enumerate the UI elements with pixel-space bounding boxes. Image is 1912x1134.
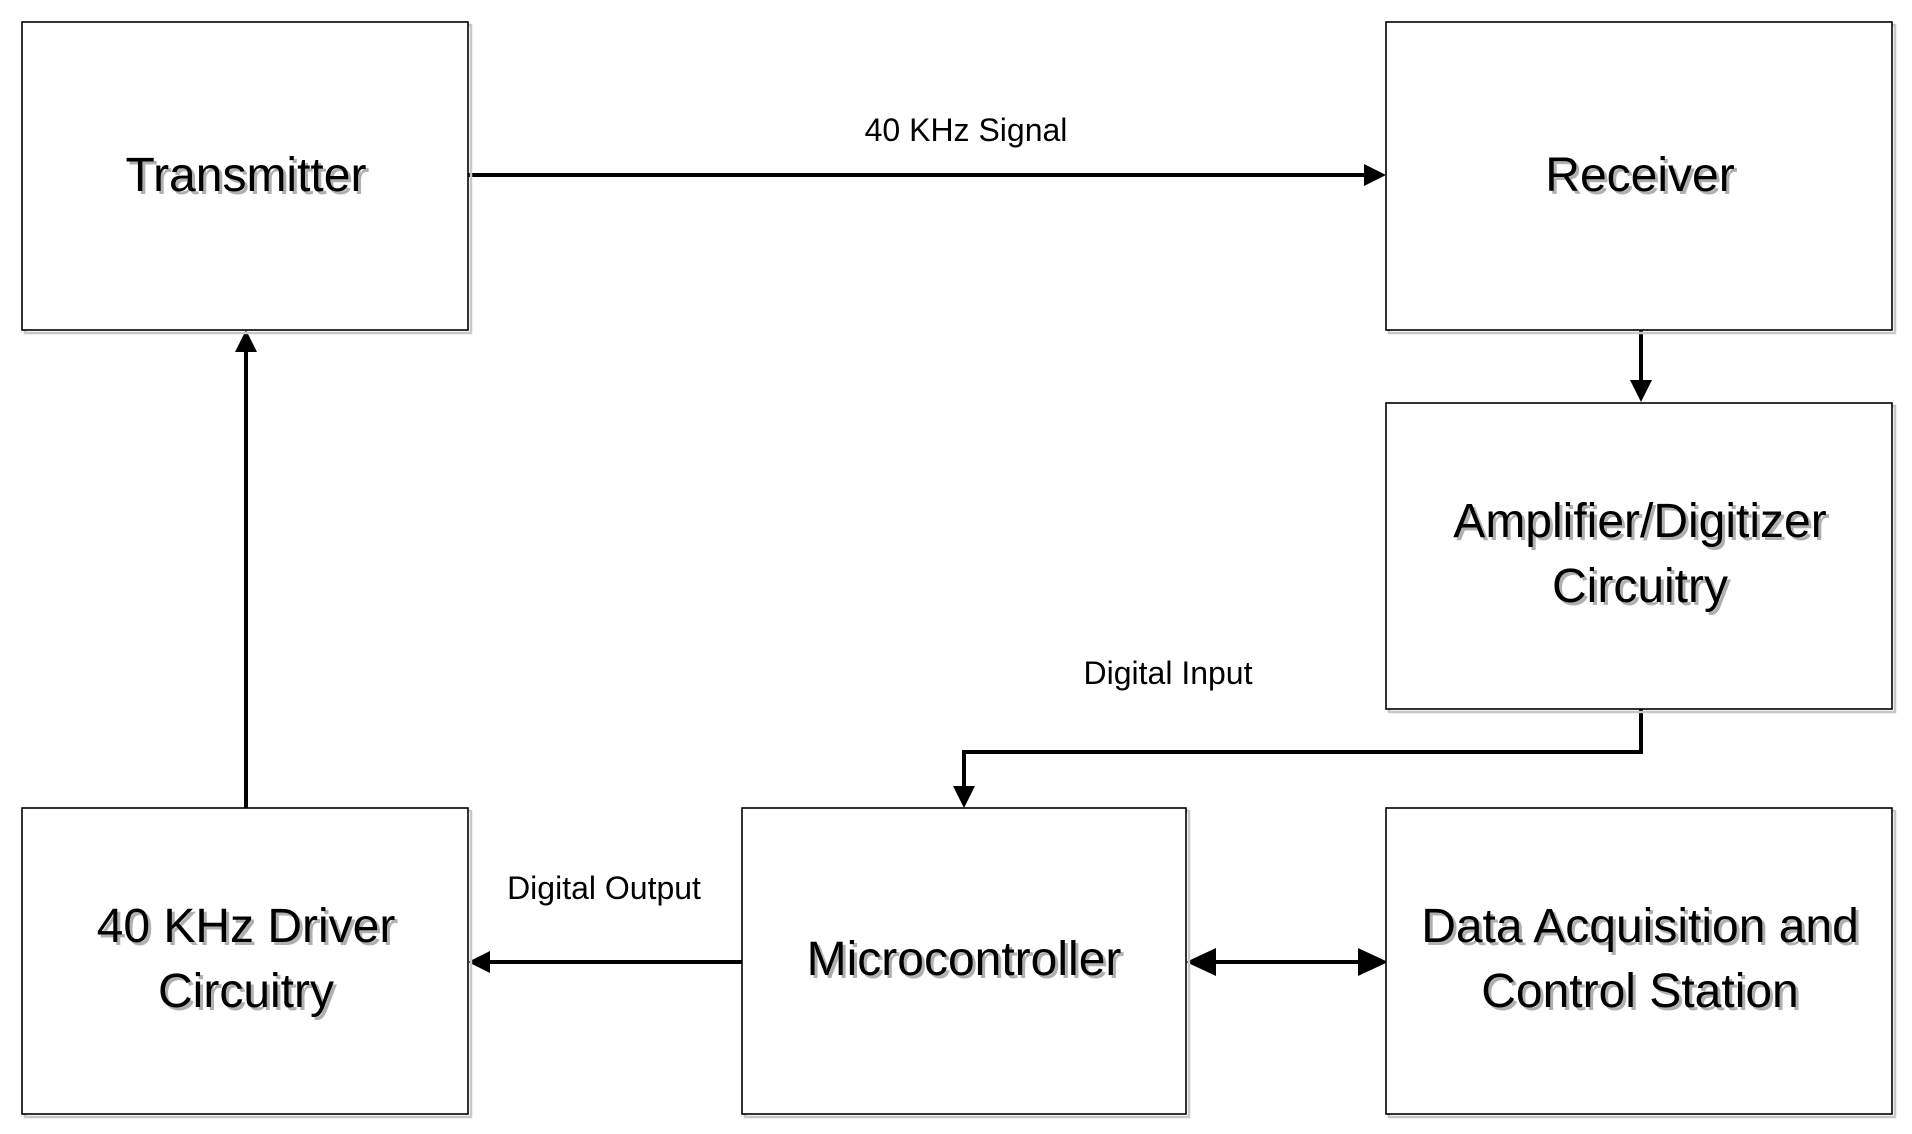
digital-output-arrowhead [468, 951, 490, 973]
nodes: Transmitter Transmitter Receiver Receive… [21, 21, 1897, 1119]
driver-transmitter-arrowhead [235, 330, 257, 352]
driver-label-line2: Circuitry [158, 965, 334, 1018]
daq-label-line1: Data Acquisition and [1421, 900, 1859, 953]
daq-label-line1-shadow: Data Acquisition and [1424, 903, 1862, 956]
transmitter-box-border [21, 21, 469, 331]
receiver-box-border [1385, 21, 1893, 331]
receiver-label: Receiver [1545, 149, 1734, 202]
micro-daq-arrowhead-right [1358, 948, 1388, 976]
amplifier-box[interactable]: Amplifier/Digitizer Amplifier/Digitizer … [1385, 402, 1897, 714]
receiver-amplifier-arrowhead [1630, 380, 1652, 402]
transmitter-box[interactable]: Transmitter Transmitter [21, 21, 473, 335]
driver-label-line1: 40 KHz Driver [97, 900, 396, 953]
amplifier-label-line2: Circuitry [1552, 560, 1728, 613]
amplifier-label-line2-shadow: Circuitry [1555, 563, 1731, 616]
digital-input-line [962, 709, 1643, 792]
digital-input-arrowhead [953, 786, 975, 808]
digital-output-label: Digital Output [507, 870, 701, 906]
digital-input-label: Digital Input [1084, 655, 1253, 691]
amplifier-label-line1: Amplifier/Digitizer [1453, 495, 1826, 548]
edge-driver-to-transmitter [235, 330, 257, 808]
micro-daq-arrowhead-left [1186, 948, 1216, 976]
edge-microcontroller-daq [1186, 948, 1388, 976]
edge-receiver-to-amplifier [1630, 330, 1652, 402]
edges: 40 KHz Signal Digital Input Digital Outp… [235, 112, 1652, 976]
amplifier-box-border [1385, 402, 1893, 710]
driver-box[interactable]: 40 KHz Driver 40 KHz Driver Circuitry Ci… [21, 807, 473, 1119]
receiver-box[interactable]: Receiver Receiver [1385, 21, 1897, 335]
amplifier-label-line1-shadow: Amplifier/Digitizer [1456, 498, 1829, 551]
microcontroller-label: Microcontroller [807, 933, 1122, 986]
driver-box-border [21, 807, 469, 1115]
daq-box[interactable]: Data Acquisition and Data Acquisition an… [1385, 807, 1897, 1119]
receiver-label-shadow: Receiver [1548, 152, 1737, 205]
edge-transmitter-to-receiver: 40 KHz Signal [468, 112, 1386, 186]
driver-label-line1-shadow: 40 KHz Driver [100, 903, 399, 956]
transmitter-label: Transmitter [126, 149, 367, 202]
transmitter-label-shadow: Transmitter [129, 152, 370, 205]
edge-amplifier-to-microcontroller: Digital Input [953, 655, 1643, 808]
signal-arrowhead [1364, 164, 1386, 186]
microcontroller-box-border [741, 807, 1187, 1115]
signal-label: 40 KHz Signal [865, 112, 1068, 148]
driver-label-line2-shadow: Circuitry [161, 968, 337, 1021]
daq-label-line2: Control Station [1481, 965, 1799, 1018]
daq-label-line2-shadow: Control Station [1484, 968, 1802, 1021]
microcontroller-box[interactable]: Microcontroller Microcontroller [741, 807, 1191, 1119]
edge-microcontroller-to-driver: Digital Output [468, 870, 742, 973]
daq-box-border [1385, 807, 1893, 1115]
microcontroller-label-shadow: Microcontroller [810, 936, 1125, 989]
